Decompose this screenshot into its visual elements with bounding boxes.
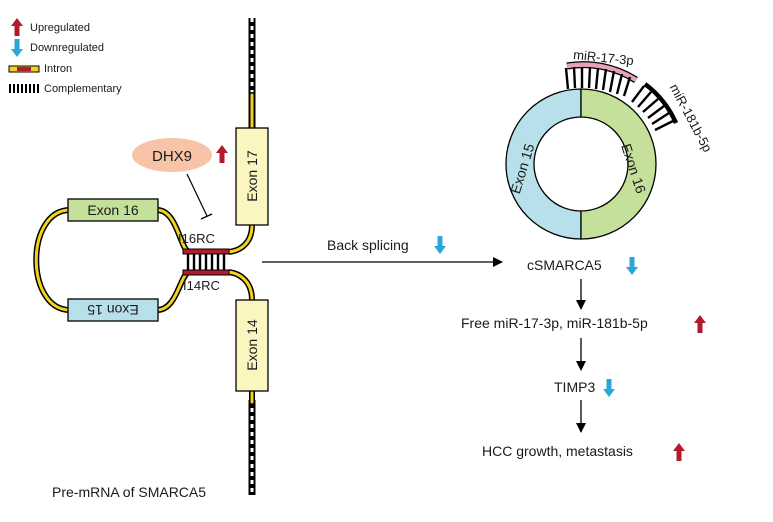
pre-mrna-structure: Exon 17 Exon 16 Exon 15 Exon 14 I16RC I1… [33, 18, 269, 500]
exon-16-label: Exon 16 [87, 202, 139, 218]
circ-exon-16-segment [580, 88, 657, 240]
downstream-cascade: cSMARCA5 Free miR-17-3p, miR-181b-5p TIM… [461, 257, 706, 461]
exon-16-box: Exon 16 [67, 198, 159, 222]
exon-14-label: Exon 14 [244, 319, 260, 371]
mir-17-3p-binding: miR-17-3p [564, 47, 638, 97]
exon-17-label: Exon 17 [244, 150, 260, 202]
csmarca5-down-arrow-icon [626, 257, 638, 275]
exon-17-box: Exon 17 [235, 127, 269, 226]
legend-complementary-icon [9, 84, 39, 93]
dhx9-up-arrow-icon [216, 145, 228, 163]
i14rc-label: I14RC [183, 278, 220, 293]
csmarca5-label: cSMARCA5 [527, 257, 602, 273]
dhx9-ellipse [132, 138, 212, 172]
legend-intron-icon [8, 65, 40, 73]
dhx9-label: DHX9 [152, 148, 192, 165]
i16rc-label: I16RC [178, 231, 215, 246]
dhx9-inhibition-line [186, 173, 208, 217]
pre-mrna-caption: Pre-mRNA of SMARCA5 [52, 484, 206, 500]
dhx9-inhibition-bar [200, 213, 213, 220]
circ-exon-15-segment [505, 88, 582, 240]
outcome-up-arrow-icon [673, 443, 685, 461]
dhx9-node: DHX9 [132, 138, 228, 220]
exon-14-box: Exon 14 [235, 299, 269, 392]
free-mirs-label: Free miR-17-3p, miR-181b-5p [461, 315, 648, 331]
outcome-label: HCC growth, metastasis [482, 443, 633, 459]
mir-181b-5p-arc [643, 82, 679, 124]
legend-down-arrow-icon [11, 39, 23, 57]
legend-up-arrow-icon [11, 18, 23, 36]
timp3-label: TIMP3 [554, 379, 595, 395]
legend-upregulated-label: Upregulated [30, 22, 90, 34]
timp3-down-arrow-icon [603, 379, 615, 397]
legend-intron-label: Intron [44, 63, 72, 75]
mir-17-3p-label: miR-17-3p [573, 47, 635, 68]
back-splicing-label: Back splicing [327, 237, 409, 253]
circular-rna: Exon 15 Exon 16 miR-17-3p miR-1 [505, 47, 715, 240]
mir-17-3p-arc [566, 62, 638, 82]
back-splicing-down-arrow-icon [434, 236, 446, 254]
legend: Upregulated Downregulated Intron Complem… [8, 18, 122, 95]
exon-15-label: Exon 15 [87, 302, 139, 318]
free-mirs-up-arrow-icon [694, 315, 706, 333]
legend-downregulated-label: Downregulated [30, 42, 104, 54]
complementary-pairing [182, 248, 230, 276]
legend-complementary-label: Complementary [44, 83, 122, 95]
back-splicing: Back splicing [262, 236, 503, 267]
exon-15-box: Exon 15 [67, 298, 159, 322]
